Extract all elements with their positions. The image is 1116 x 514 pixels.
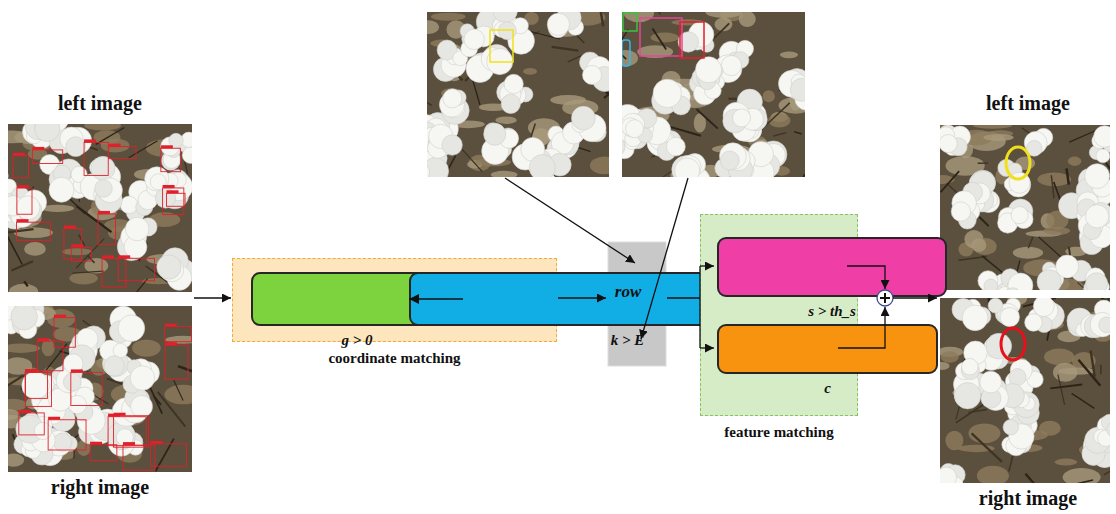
input-arrow [194, 297, 231, 298]
condition-text: row [372, 283, 884, 300]
cotton-photo [940, 125, 1110, 290]
split-arrow [700, 347, 714, 348]
image-caption: left image [918, 92, 1116, 115]
image-caption: right image [0, 476, 210, 499]
flow-connector [409, 298, 463, 299]
condition-text: k > E [371, 333, 884, 348]
condition-box: s > th_s [717, 237, 947, 297]
cotton-photo [8, 124, 192, 292]
merge-line [838, 307, 885, 348]
image-caption: right image [918, 487, 1116, 510]
merge-line [847, 266, 885, 289]
split-arrow [700, 265, 714, 266]
feature-region: s > th_scfeature matching [700, 214, 858, 416]
crop-arrow [641, 178, 688, 339]
region-title: feature matching [661, 424, 897, 441]
cotton-photo [622, 12, 805, 177]
split-line [699, 266, 700, 348]
sum-symbol [877, 290, 893, 306]
output-arrow [893, 297, 937, 298]
region-title: coordinate matching [193, 350, 596, 367]
split-line [667, 297, 700, 298]
score-box: c [717, 324, 938, 374]
cotton-photo [427, 12, 609, 177]
cotton-photo [940, 298, 1110, 483]
condition-text: s > th_s [679, 304, 985, 319]
condition-text: c [679, 381, 976, 396]
crop-arrow [505, 178, 635, 263]
image-caption: left image [0, 92, 210, 115]
condition-text: g > 0 [213, 333, 501, 348]
coordinate-region: g > 0k > Erowcoordinate matching [232, 258, 557, 342]
cotton-photo [8, 306, 192, 472]
flow-arrow [558, 297, 606, 298]
